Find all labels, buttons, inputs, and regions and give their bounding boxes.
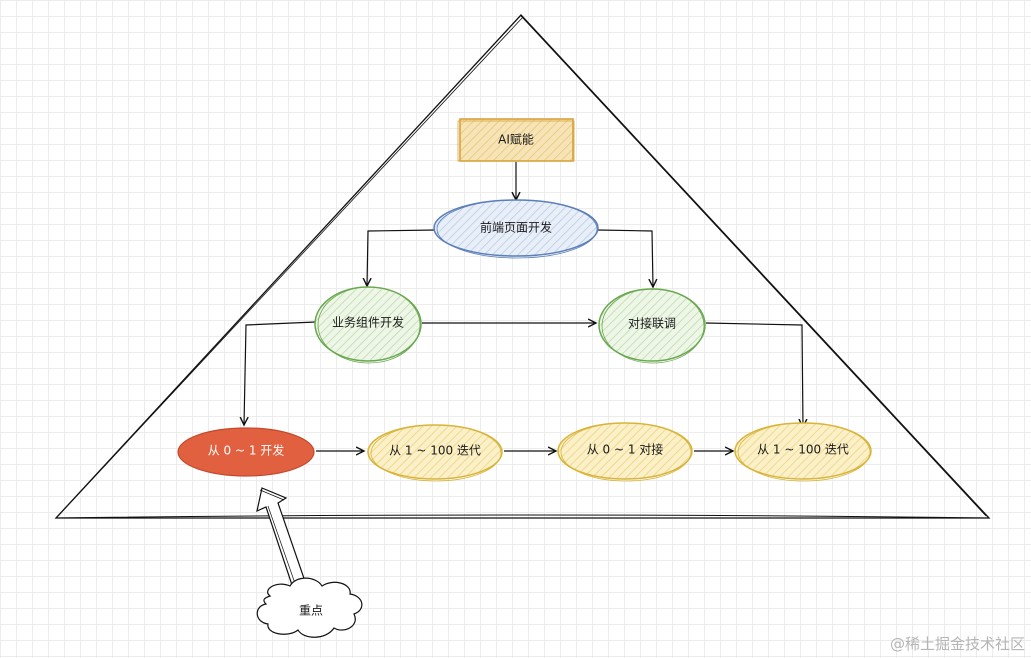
node-component: 业务组件开发 (314, 286, 422, 364)
pyramid-outline (54, 14, 991, 519)
callout-cloud: 重点 (256, 577, 363, 638)
node-ai-label: AI赋能 (498, 133, 534, 147)
node-frontend-label: 前端页面开发 (480, 220, 552, 235)
node-connect-0-1: 从 0 ~ 1 对接 (557, 422, 693, 482)
node-component-label: 业务组件开发 (332, 315, 404, 330)
node-connect-label: 从 0 ~ 1 对接 (587, 442, 664, 457)
node-iter-1-100-b: 从 1 ~ 100 迭代 (734, 422, 872, 482)
node-frontend: 前端页面开发 (433, 199, 599, 259)
node-dev-0-1: 从 0 ~ 1 开发 (177, 427, 315, 477)
node-iter-1-100-a: 从 1 ~ 100 迭代 (367, 424, 503, 482)
node-dev-0-1-label: 从 0 ~ 1 开发 (208, 443, 285, 458)
arrow-integration-to-iter-b (705, 322, 803, 427)
arrow-frontend-to-integration (597, 229, 653, 287)
callout-label: 重点 (299, 604, 323, 618)
connectors (244, 162, 803, 451)
node-integration: 对接联调 (598, 288, 706, 364)
node-ai-enable: AI赋能 (457, 118, 575, 162)
node-iter-a-label: 从 1 ~ 100 迭代 (389, 444, 481, 458)
node-integration-label: 对接联调 (628, 316, 676, 331)
arrow-component-to-dev (244, 321, 317, 425)
node-iter-b-label: 从 1 ~ 100 迭代 (757, 443, 849, 457)
watermark: @稀土掘金技术社区 (889, 635, 1025, 653)
arrow-frontend-to-component (367, 229, 437, 286)
